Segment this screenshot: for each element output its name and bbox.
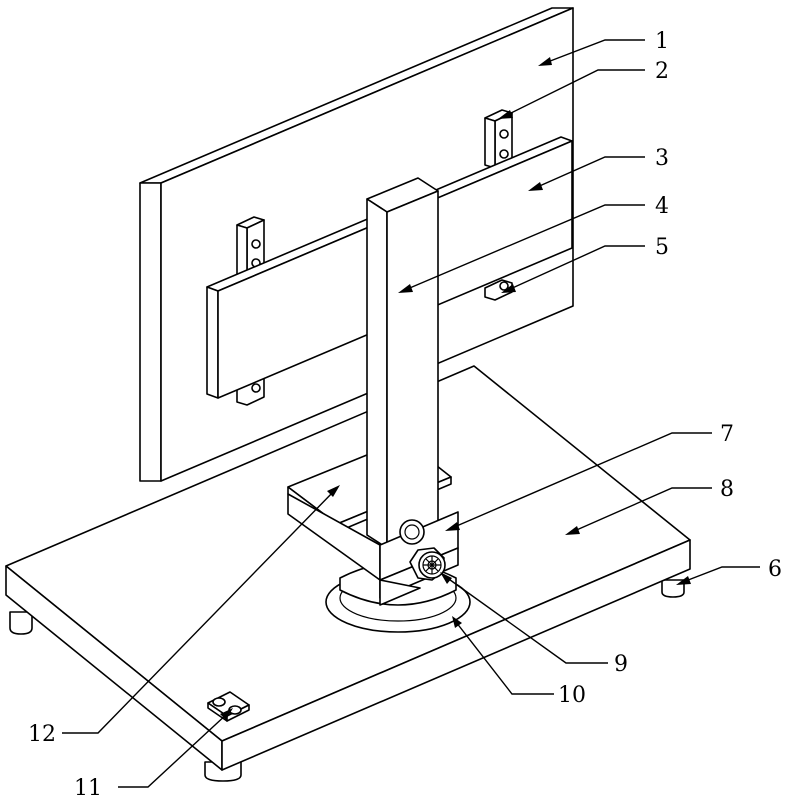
adjustment-knob [409, 547, 446, 581]
callout-3: 3 [528, 146, 669, 191]
callout-7-label: 7 [720, 422, 734, 447]
callout-1: 1 [538, 29, 669, 66]
callout-5: 5 [501, 235, 669, 293]
callout-12-label: 12 [28, 722, 56, 747]
callout-3-label: 3 [655, 146, 669, 171]
foot-left-front [9, 611, 33, 635]
callout-4-label: 4 [655, 194, 669, 219]
callout-6: 6 [676, 557, 782, 585]
callout-8: 8 [565, 477, 734, 535]
power-switch [207, 691, 250, 722]
column [366, 177, 439, 549]
callout-8-label: 8 [720, 477, 734, 502]
callout-1-label: 1 [655, 29, 669, 54]
callout-12: 12 [28, 485, 340, 747]
callout-4: 4 [398, 194, 669, 293]
column-front-face [386, 190, 439, 549]
foot-front [204, 761, 242, 782]
base-right-face [221, 539, 691, 771]
callout-11: 11 [74, 708, 233, 800]
callout-6-label: 6 [768, 557, 782, 582]
callout-9-label: 9 [614, 652, 628, 677]
callout-5-label: 5 [655, 235, 669, 260]
callout-9: 9 [440, 572, 628, 677]
callout-10-label: 10 [558, 683, 586, 708]
callout-7: 7 [445, 422, 734, 531]
callout-10: 10 [452, 616, 586, 708]
callout-2: 2 [498, 59, 669, 119]
callout-2-label: 2 [655, 59, 669, 84]
callout-11-label: 11 [74, 776, 102, 800]
